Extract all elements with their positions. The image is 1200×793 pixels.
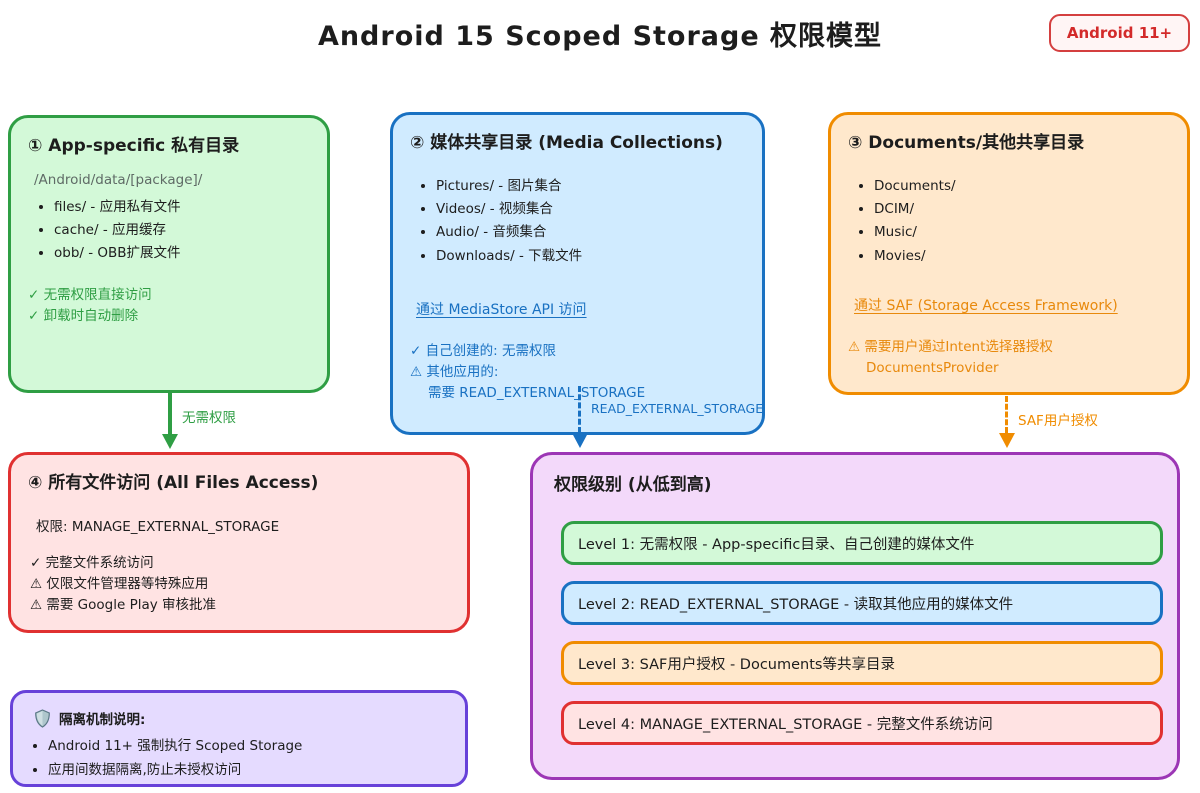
media-notes: ✓ 自己创建的: 无需权限 ⚠ 其他应用的: 需要 READ_EXTERNAL_…: [410, 341, 745, 404]
page-title: Android 15 Scoped Storage 权限模型: [317, 21, 883, 52]
note-line: 需要 READ_EXTERNAL_STORAGE: [428, 384, 646, 401]
list-item: 应用间数据隔离,防止未授权访问: [48, 758, 448, 778]
arrow-head-icon: [162, 434, 178, 449]
list-item: Music/: [874, 223, 1170, 241]
android-version-badge: Android 11+: [1049, 14, 1190, 52]
all-files-access-box: ④ 所有文件访问 (All Files Access) 权限: MANAGE_E…: [8, 452, 470, 633]
level-1-pill: Level 1: 无需权限 - App-specific目录、自己创建的媒体文件: [561, 521, 1163, 565]
saf-link: 通过 SAF (Storage Access Framework): [854, 297, 1118, 314]
arrow-label-no-permission: 无需权限: [182, 410, 236, 426]
arrow-line: [168, 391, 172, 435]
list-item: Movies/: [874, 247, 1170, 265]
isolation-list: Android 11+ 强制执行 Scoped Storage 应用间数据隔离,…: [48, 734, 448, 778]
arrow-label-saf-grant: SAF用户授权: [1018, 413, 1098, 429]
app-specific-list: files/ - 应用私有文件 cache/ - 应用缓存 obb/ - OBB…: [54, 198, 310, 263]
note-line: ✓ 完整文件系统访问: [30, 555, 154, 571]
arrow-line: [578, 386, 581, 433]
list-item: DCIM/: [874, 200, 1170, 218]
list-item: Downloads/ - 下载文件: [436, 247, 745, 265]
app-specific-title: ① App-specific 私有目录: [28, 136, 240, 156]
note-line: ✓ 卸载时自动删除: [28, 307, 139, 324]
level-2-pill: Level 2: READ_EXTERNAL_STORAGE - 读取其他应用的…: [561, 581, 1163, 625]
list-item: cache/ - 应用缓存: [54, 221, 310, 239]
note-line: ⚠ 需要用户通过Intent选择器授权: [848, 338, 1053, 355]
level-4-pill: Level 4: MANAGE_EXTERNAL_STORAGE - 完整文件系…: [561, 701, 1163, 745]
all-files-title: ④ 所有文件访问 (All Files Access): [28, 473, 319, 493]
isolation-title: 隔离机制说明:: [59, 712, 146, 728]
arrow-label-read-external-storage: READ_EXTERNAL_STORAGE: [591, 401, 764, 416]
all-files-permission: 权限: MANAGE_EXTERNAL_STORAGE: [36, 519, 280, 535]
documents-title: ③ Documents/其他共享目录: [848, 133, 1085, 153]
isolation-header: 隔离机制说明:: [30, 706, 448, 732]
media-collections-title: ② 媒体共享目录 (Media Collections): [410, 133, 723, 153]
arrow-head-icon: [572, 433, 588, 448]
isolation-note-box: 隔离机制说明: Android 11+ 强制执行 Scoped Storage …: [10, 690, 468, 787]
note-line: ⚠ 其他应用的:: [410, 363, 499, 380]
documents-box: ③ Documents/其他共享目录 Documents/ DCIM/ Musi…: [828, 112, 1190, 395]
list-item: Audio/ - 音频集合: [436, 223, 745, 241]
media-collections-list: Pictures/ - 图片集合 Videos/ - 视频集合 Audio/ -…: [436, 177, 745, 265]
note-line: ✓ 自己创建的: 无需权限: [410, 342, 556, 359]
documents-notes: ⚠ 需要用户通过Intent选择器授权 DocumentsProvider: [848, 337, 1170, 379]
note-line: ⚠ 需要 Google Play 审核批准: [30, 596, 217, 613]
documents-list: Documents/ DCIM/ Music/ Movies/: [874, 177, 1170, 265]
arrow-head-icon: [999, 433, 1015, 448]
list-item: Android 11+ 强制执行 Scoped Storage: [48, 734, 448, 754]
mediastore-api-link: 通过 MediaStore API 访问: [416, 301, 587, 318]
list-item: obb/ - OBB扩展文件: [54, 244, 310, 262]
all-files-notes: ✓ 完整文件系统访问 ⚠ 仅限文件管理器等特殊应用 ⚠ 需要 Google Pl…: [30, 553, 450, 616]
note-line: ✓ 无需权限直接访问: [28, 286, 152, 303]
note-line: ⚠ 仅限文件管理器等特殊应用: [30, 575, 209, 592]
app-specific-path: /Android/data/[package]/: [34, 172, 203, 188]
list-item: Videos/ - 视频集合: [436, 200, 745, 218]
app-specific-notes: ✓ 无需权限直接访问 ✓ 卸载时自动删除: [28, 285, 310, 327]
media-collections-box: ② 媒体共享目录 (Media Collections) Pictures/ -…: [390, 112, 765, 435]
arrow-line: [1005, 396, 1008, 433]
permission-levels-title: 权限级别 (从低到高): [554, 475, 712, 495]
level-3-pill: Level 3: SAF用户授权 - Documents等共享目录: [561, 641, 1163, 685]
list-item: files/ - 应用私有文件: [54, 198, 310, 216]
list-item: Pictures/ - 图片集合: [436, 177, 745, 195]
shield-icon: [35, 708, 50, 728]
list-item: Documents/: [874, 177, 1170, 195]
permission-levels-box: 权限级别 (从低到高) Level 1: 无需权限 - App-specific…: [530, 452, 1180, 780]
note-line: DocumentsProvider: [866, 359, 999, 376]
app-specific-box: ① App-specific 私有目录 /Android/data/[packa…: [8, 115, 330, 393]
